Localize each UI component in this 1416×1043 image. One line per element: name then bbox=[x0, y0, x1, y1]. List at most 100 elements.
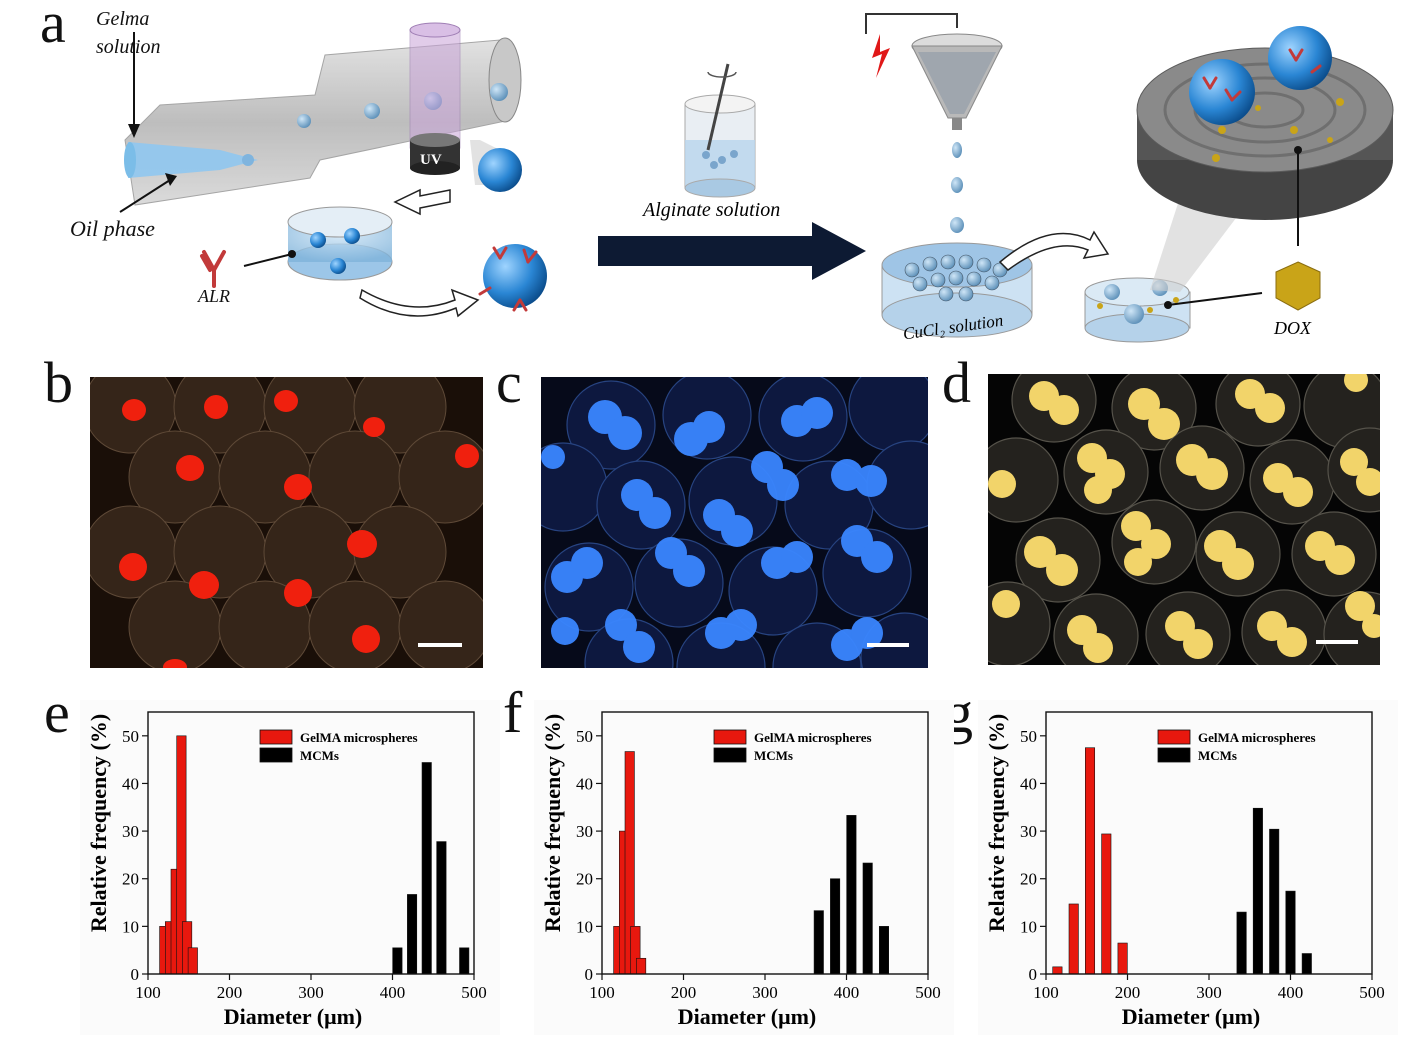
y-tick-label: 30 bbox=[1020, 822, 1037, 841]
bar bbox=[1101, 833, 1112, 975]
bar bbox=[436, 841, 447, 975]
x-tick-label: 300 bbox=[752, 983, 778, 1002]
alr-coated-microsphere bbox=[483, 244, 547, 308]
legend-label: GelMA microspheres bbox=[1198, 730, 1316, 745]
electrospray-nozzle bbox=[865, 13, 1003, 233]
y-tick-label: 0 bbox=[131, 965, 140, 984]
bar bbox=[1117, 942, 1128, 975]
y-tick-label: 0 bbox=[585, 965, 594, 984]
panel-letter-e: e bbox=[44, 680, 70, 745]
y-axis-label: Relative frequency (%) bbox=[540, 714, 565, 932]
bar bbox=[1301, 953, 1312, 975]
mcm-disk bbox=[1136, 26, 1394, 220]
legend-swatch bbox=[1157, 729, 1191, 745]
bar bbox=[636, 957, 647, 975]
micrograph-mcm-blue bbox=[541, 377, 928, 668]
x-tick-label: 400 bbox=[1278, 983, 1304, 1002]
panel-letter-a: a bbox=[40, 0, 66, 55]
y-tick-label: 10 bbox=[576, 917, 593, 936]
schematic-illustration: UV A bbox=[119, 13, 1394, 343]
y-tick-label: 50 bbox=[1020, 727, 1037, 746]
legend-swatch bbox=[259, 747, 293, 763]
x-tick-label: 200 bbox=[217, 983, 243, 1002]
y-tick-label: 30 bbox=[122, 822, 139, 841]
gelma-microsphere bbox=[478, 148, 522, 192]
x-tick-label: 100 bbox=[1033, 983, 1059, 1002]
legend-label: GelMA microspheres bbox=[300, 730, 418, 745]
y-tick-label: 20 bbox=[122, 870, 139, 889]
bar bbox=[1085, 747, 1096, 975]
legend-label: MCMs bbox=[754, 748, 793, 763]
y-axis-label: Relative frequency (%) bbox=[984, 714, 1009, 932]
legend-swatch bbox=[259, 729, 293, 745]
x-tick-label: 500 bbox=[915, 983, 941, 1002]
bar bbox=[1252, 807, 1263, 975]
alr-dish bbox=[287, 206, 393, 281]
antibody-icon bbox=[200, 250, 226, 288]
bar bbox=[392, 947, 403, 975]
x-tick-label: 500 bbox=[461, 983, 487, 1002]
panel-letter-c: c bbox=[496, 350, 522, 415]
process-arrow bbox=[598, 222, 866, 280]
dox-icon bbox=[1275, 261, 1321, 311]
bar bbox=[187, 947, 198, 975]
bar bbox=[1236, 911, 1247, 975]
scale-bar bbox=[418, 643, 462, 647]
microfluidic-chip bbox=[124, 22, 522, 206]
micrograph-gelma bbox=[90, 377, 483, 668]
panel-letter-f: f bbox=[503, 680, 523, 745]
scale-bar bbox=[1316, 640, 1358, 644]
bar bbox=[459, 947, 470, 975]
bar bbox=[846, 815, 857, 975]
y-tick-label: 50 bbox=[122, 727, 139, 746]
x-tick-label: 500 bbox=[1359, 983, 1385, 1002]
x-tick-label: 200 bbox=[1115, 983, 1141, 1002]
y-tick-label: 30 bbox=[576, 822, 593, 841]
x-tick-label: 100 bbox=[589, 983, 615, 1002]
legend-swatch bbox=[713, 747, 747, 763]
bar bbox=[1269, 828, 1280, 975]
bar bbox=[813, 910, 824, 975]
y-tick-label: 40 bbox=[122, 774, 139, 793]
x-axis-label: Diameter (μm) bbox=[678, 1004, 817, 1029]
alr-label: ALR bbox=[198, 286, 231, 306]
y-tick-label: 20 bbox=[576, 870, 593, 889]
y-tick-label: 10 bbox=[122, 917, 139, 936]
x-axis-label: Diameter (μm) bbox=[224, 1004, 363, 1029]
alginate-beaker bbox=[684, 63, 756, 198]
y-tick-label: 0 bbox=[1029, 965, 1038, 984]
x-tick-label: 200 bbox=[671, 983, 697, 1002]
cucl2-bath bbox=[881, 242, 1033, 338]
alginate-label: Alginate solution bbox=[641, 199, 780, 221]
legend-label: GelMA microspheres bbox=[754, 730, 872, 745]
y-tick-label: 20 bbox=[1020, 870, 1037, 889]
x-tick-label: 300 bbox=[298, 983, 324, 1002]
gelma-label-line1: Gelma bbox=[96, 8, 150, 30]
legend-swatch bbox=[713, 729, 747, 745]
y-tick-label: 10 bbox=[1020, 917, 1037, 936]
scale-bar bbox=[867, 643, 909, 647]
bar bbox=[1068, 903, 1079, 975]
gelma-label-line2: solution bbox=[96, 36, 161, 58]
uv-label: UV bbox=[420, 152, 442, 168]
panel-letter-b: b bbox=[44, 350, 73, 415]
bar bbox=[421, 762, 432, 975]
legend-label: MCMs bbox=[1198, 748, 1237, 763]
panel-letter-d: d bbox=[942, 350, 971, 415]
oil-phase-label: Oil phase bbox=[70, 216, 155, 241]
legend-swatch bbox=[1157, 747, 1191, 763]
bar bbox=[407, 894, 418, 975]
bar bbox=[830, 878, 841, 975]
bar bbox=[1052, 966, 1063, 975]
x-tick-label: 300 bbox=[1196, 983, 1222, 1002]
bar bbox=[862, 862, 873, 975]
dox-label: DOX bbox=[1273, 318, 1312, 338]
y-tick-label: 40 bbox=[576, 774, 593, 793]
micrograph-mcm-yellow bbox=[988, 374, 1380, 665]
y-tick-label: 50 bbox=[576, 727, 593, 746]
x-tick-label: 100 bbox=[135, 983, 161, 1002]
y-tick-label: 40 bbox=[1020, 774, 1037, 793]
